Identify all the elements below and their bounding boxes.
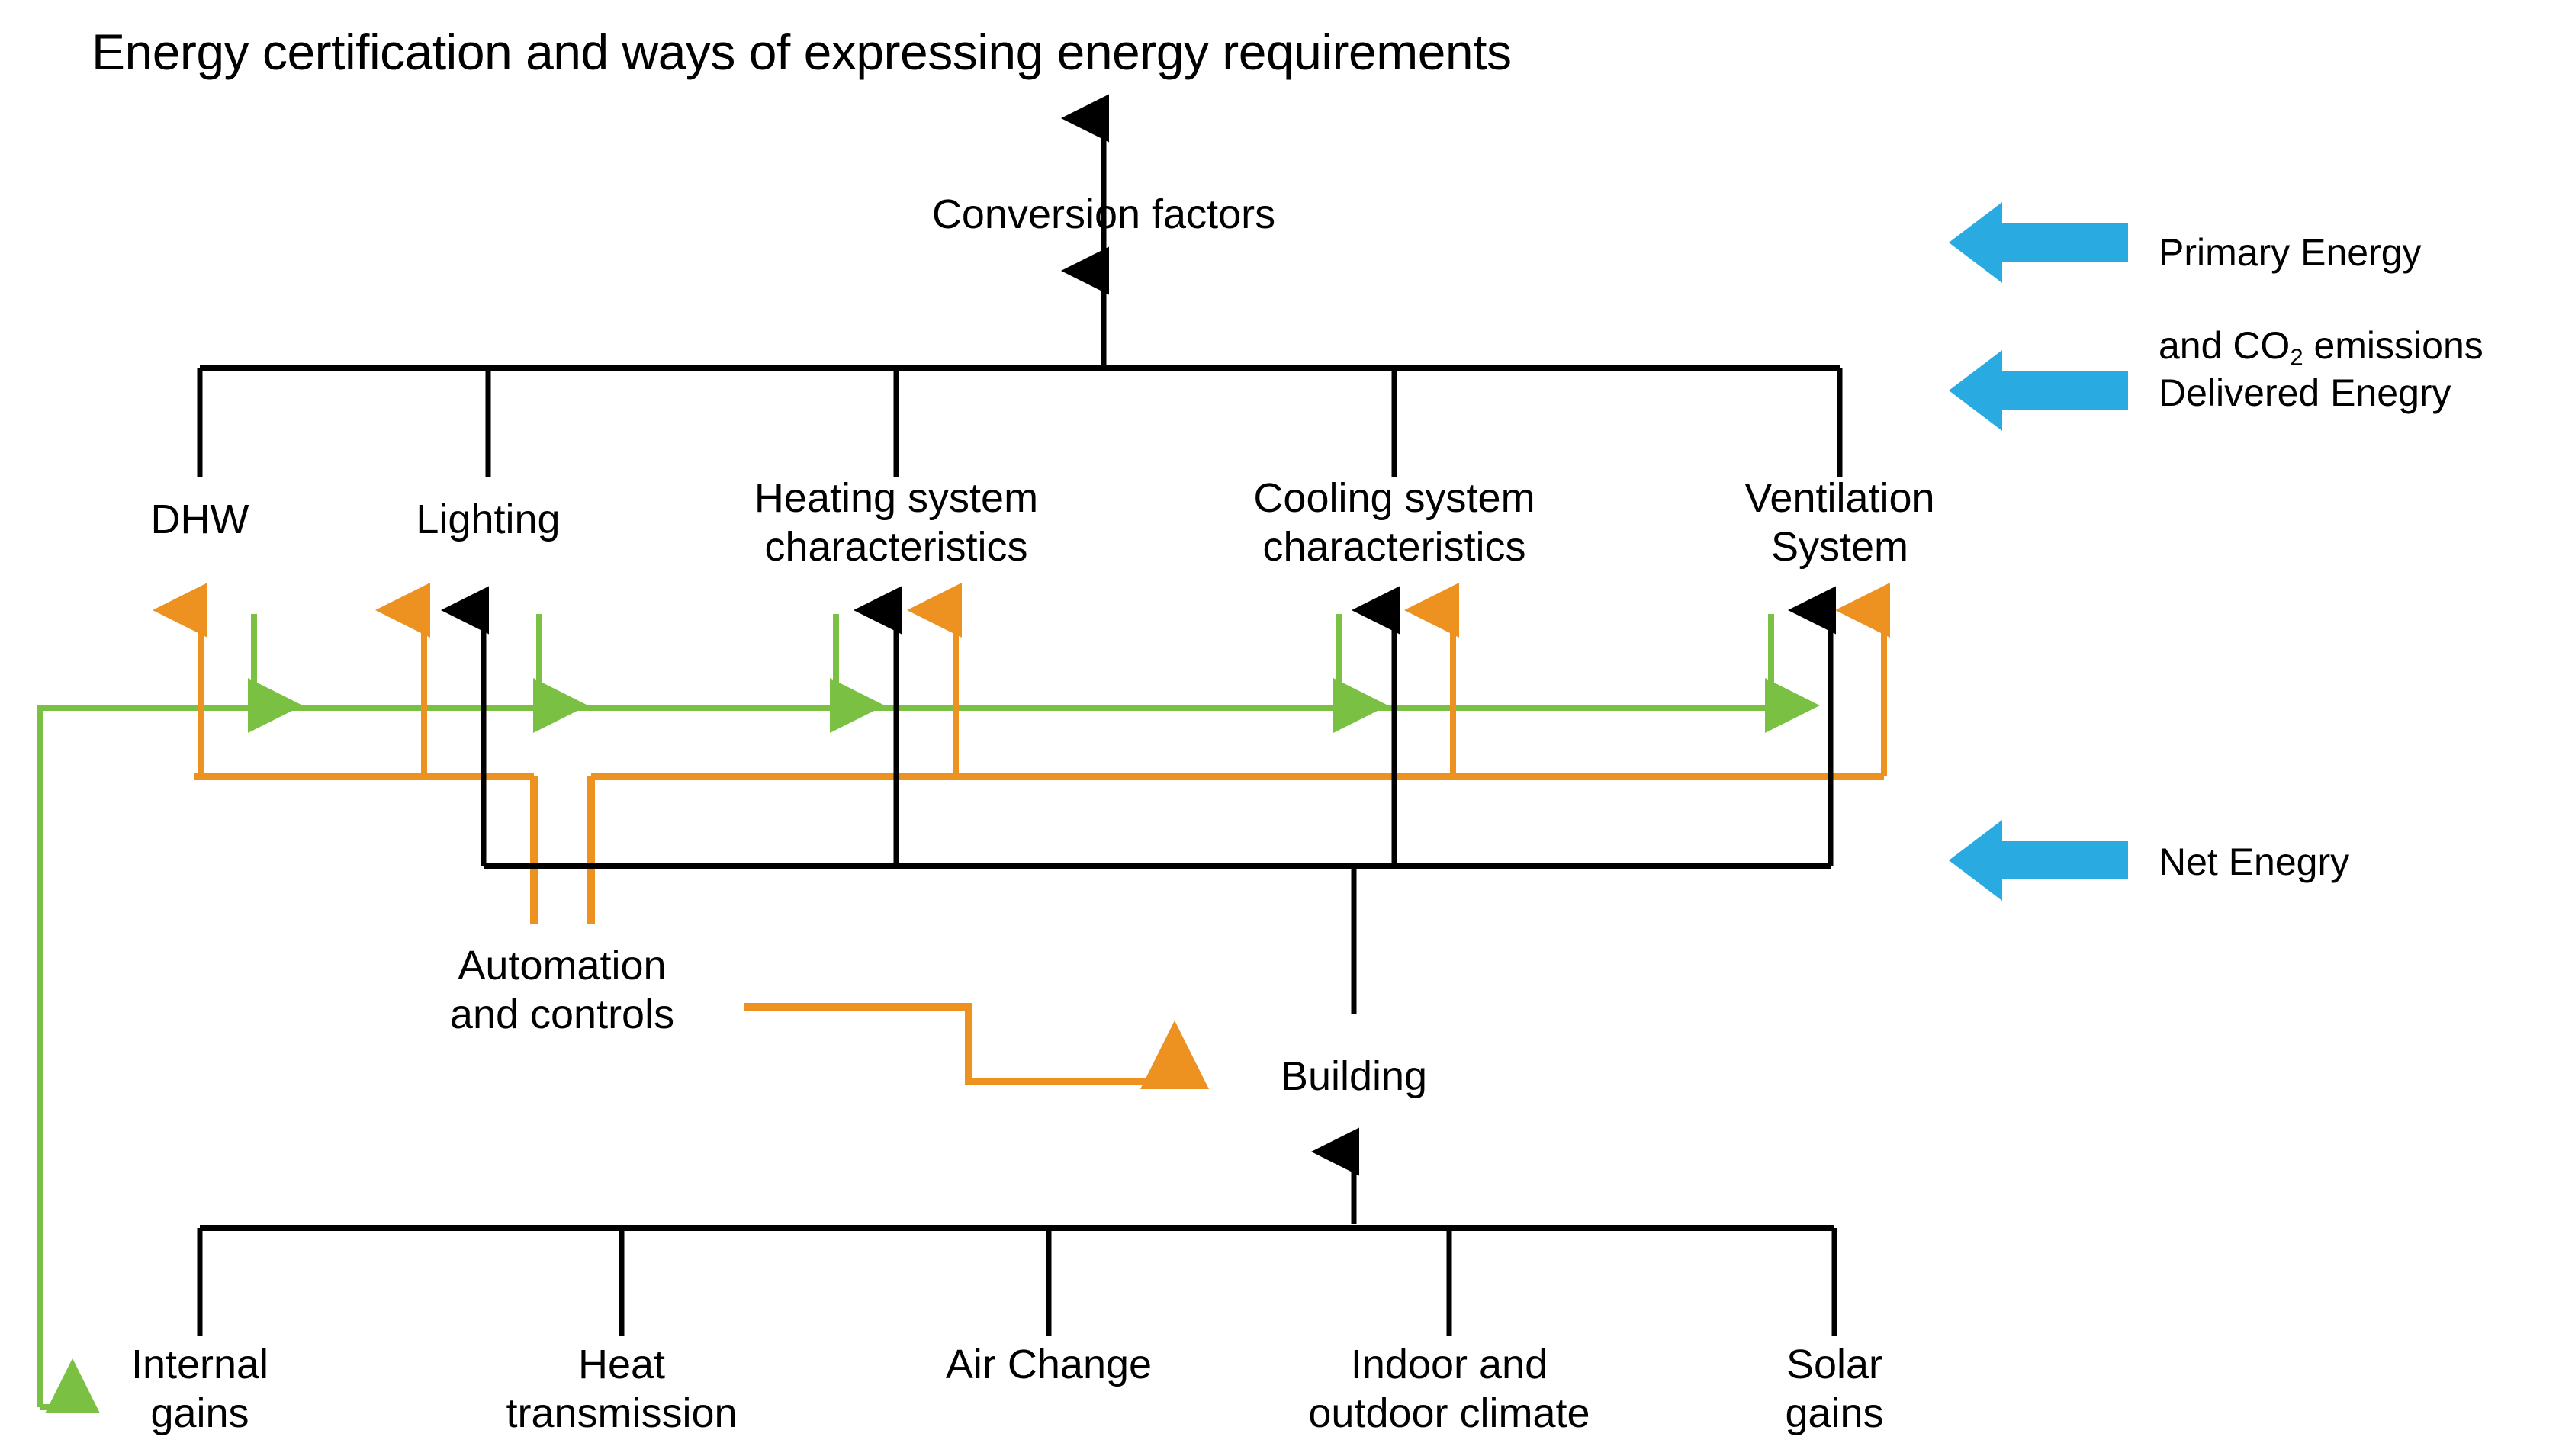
blue-arrow-primary-energy (1949, 202, 2128, 283)
side-label-primary-energy: Primary Energy and CO2 emissions (2159, 183, 2555, 418)
node-internal-gains: Internal gains (130, 1342, 269, 1436)
side-label-primary-energy-line2: and CO2 emissions (2159, 323, 2555, 371)
node-indoor-outdoor-climate: Indoor and outdoor climate (1308, 1342, 1590, 1436)
automation-to-building-arrow (744, 1003, 1209, 1089)
node-solar-gains: Solar gains (1785, 1342, 1884, 1436)
node-ventilation-system: Ventilation System (1744, 475, 1935, 570)
node-building: Building (1280, 1053, 1428, 1099)
side-label-delivered-energy: Delivered Enegry (2159, 371, 2451, 414)
node-conversion-factors: Conversion factors (931, 191, 1276, 237)
node-heating-system: Heating system characteristics (754, 475, 1039, 570)
node-automation-and-controls: Automation and controls (449, 943, 675, 1037)
co2-subscript: 2 (2290, 343, 2303, 371)
node-air-change: Air Change (945, 1342, 1153, 1387)
node-cooling-system: Cooling system characteristics (1253, 475, 1535, 570)
node-heat-transmission: Heat transmission (506, 1342, 738, 1436)
side-label-net-energy: Net Enegry (2159, 840, 2350, 883)
blue-arrow-net-energy (1949, 820, 2128, 901)
blue-arrow-delivered-energy (1949, 350, 2128, 431)
net-energy-green-bus (37, 705, 1777, 1407)
node-lighting: Lighting (416, 497, 561, 542)
primary-energy-line2-pre: and CO (2159, 324, 2291, 367)
page-title: Energy certification and ways of express… (92, 24, 1512, 80)
node-dhw: DHW (150, 497, 249, 542)
primary-energy-line2-post: emissions (2303, 324, 2483, 367)
side-label-primary-energy-line1: Primary Energy (2159, 231, 2422, 274)
